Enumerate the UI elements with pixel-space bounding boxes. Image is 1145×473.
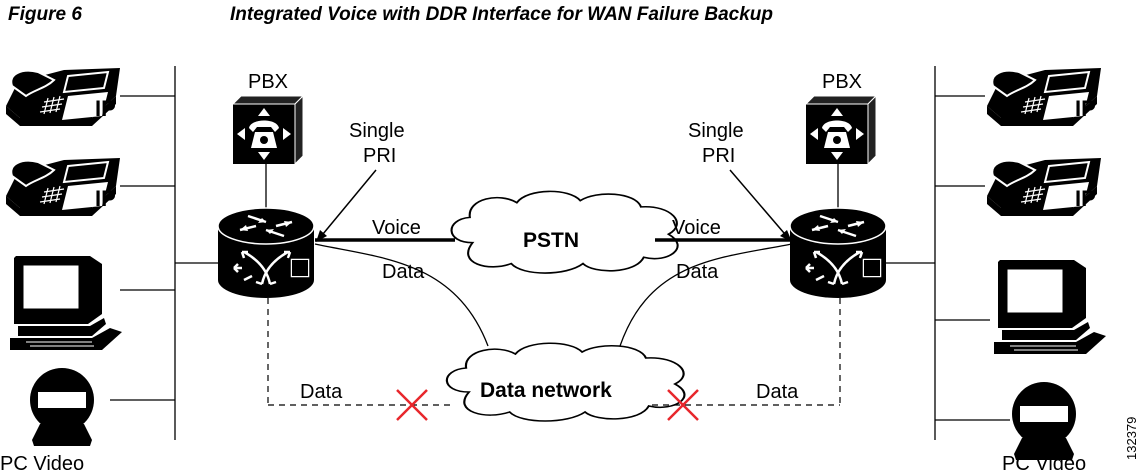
- pri-label: PRI: [702, 145, 735, 167]
- data-link: [314, 243, 489, 347]
- pbx-icon: [232, 95, 304, 165]
- pbx-icon: [805, 95, 877, 165]
- single-label: Single: [349, 120, 405, 142]
- pbx-label: PBX: [822, 71, 862, 93]
- voice-label: Voice: [672, 217, 721, 239]
- data-label: Data: [756, 381, 799, 403]
- failure-x-icon: [667, 389, 699, 421]
- single-label: Single: [688, 120, 744, 142]
- pc-video-label: PC Video: [0, 453, 84, 473]
- ip-label: IP: [1075, 96, 1096, 121]
- voice-label: Voice: [372, 217, 421, 239]
- video-camera-icon: [1012, 382, 1076, 460]
- ip-label: IP: [95, 96, 116, 121]
- router-icon: [216, 206, 316, 300]
- data-link: [619, 243, 793, 347]
- pc-video-label: PC Video: [1002, 453, 1086, 473]
- pstn-label: PSTN: [523, 229, 579, 252]
- figure-id: 132379: [1124, 417, 1139, 460]
- figure-title: Integrated Voice with DDR Interface for …: [230, 4, 774, 25]
- ip-label: IP: [1075, 186, 1096, 211]
- video-camera-icon: [30, 368, 94, 446]
- pc-icon: [992, 258, 1108, 356]
- ip-label: IP: [95, 186, 116, 211]
- data-label: Data: [300, 381, 343, 403]
- data-network-label: Data network: [480, 379, 612, 402]
- pbx-label: PBX: [248, 71, 288, 93]
- data-label: Data: [676, 261, 719, 283]
- figure-label: Figure 6: [8, 4, 82, 25]
- data-label: Data: [382, 261, 425, 283]
- pri-label: PRI: [363, 145, 396, 167]
- router-icon: [788, 206, 888, 300]
- failure-x-icon: [396, 389, 428, 421]
- pc-icon: [8, 254, 124, 352]
